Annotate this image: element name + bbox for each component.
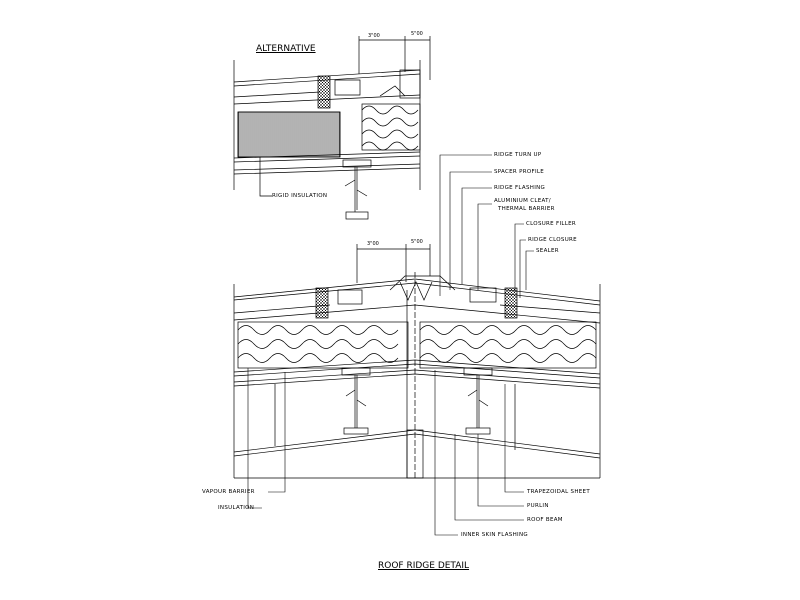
alternative-title: ALTERNATIVE (256, 44, 316, 54)
label-sealer: SEALER (536, 248, 559, 254)
label-trapezoidal-sheet: TRAPEZOIDAL SHEET (527, 489, 590, 495)
dimension-main-b: 5"00 (411, 239, 423, 245)
label-aluminium-cleat: ALUMINIUM CLEAT/ (494, 198, 551, 204)
main-ridge-detail (233, 244, 601, 479)
label-ridge-turn-up: RIDGE TURN UP (494, 152, 542, 158)
label-thermal-barrier: THERMAL BARRIER (498, 206, 555, 212)
main-title: ROOF RIDGE DETAIL (378, 561, 470, 571)
label-inner-skin-flashing: INNER SKIN FLASHING (461, 532, 528, 538)
label-spacer-profile: SPACER PROFILE (494, 169, 544, 175)
dimension-main-a: 3"00 (367, 241, 379, 247)
label-rigid-insulation: RIGID INSULATION (272, 193, 328, 199)
dimension-alt-a: 3"00 (368, 33, 380, 39)
label-closure-filler: CLOSURE FILLER (526, 221, 577, 227)
label-vapour-barrier: VAPOUR BARRIER (202, 489, 255, 495)
leader-lines (247, 154, 534, 536)
label-purlin: PURLIN (527, 503, 549, 509)
label-ridge-flashing: RIDGE FLASHING (494, 185, 546, 191)
dimension-alt-b: 5"00 (411, 31, 423, 37)
alternative-detail (233, 36, 431, 220)
label-roof-beam: ROOF BEAM (527, 517, 563, 523)
label-ridge-closure: RIDGE CLOSURE (528, 237, 577, 243)
label-insulation: INSULATION (218, 505, 255, 511)
